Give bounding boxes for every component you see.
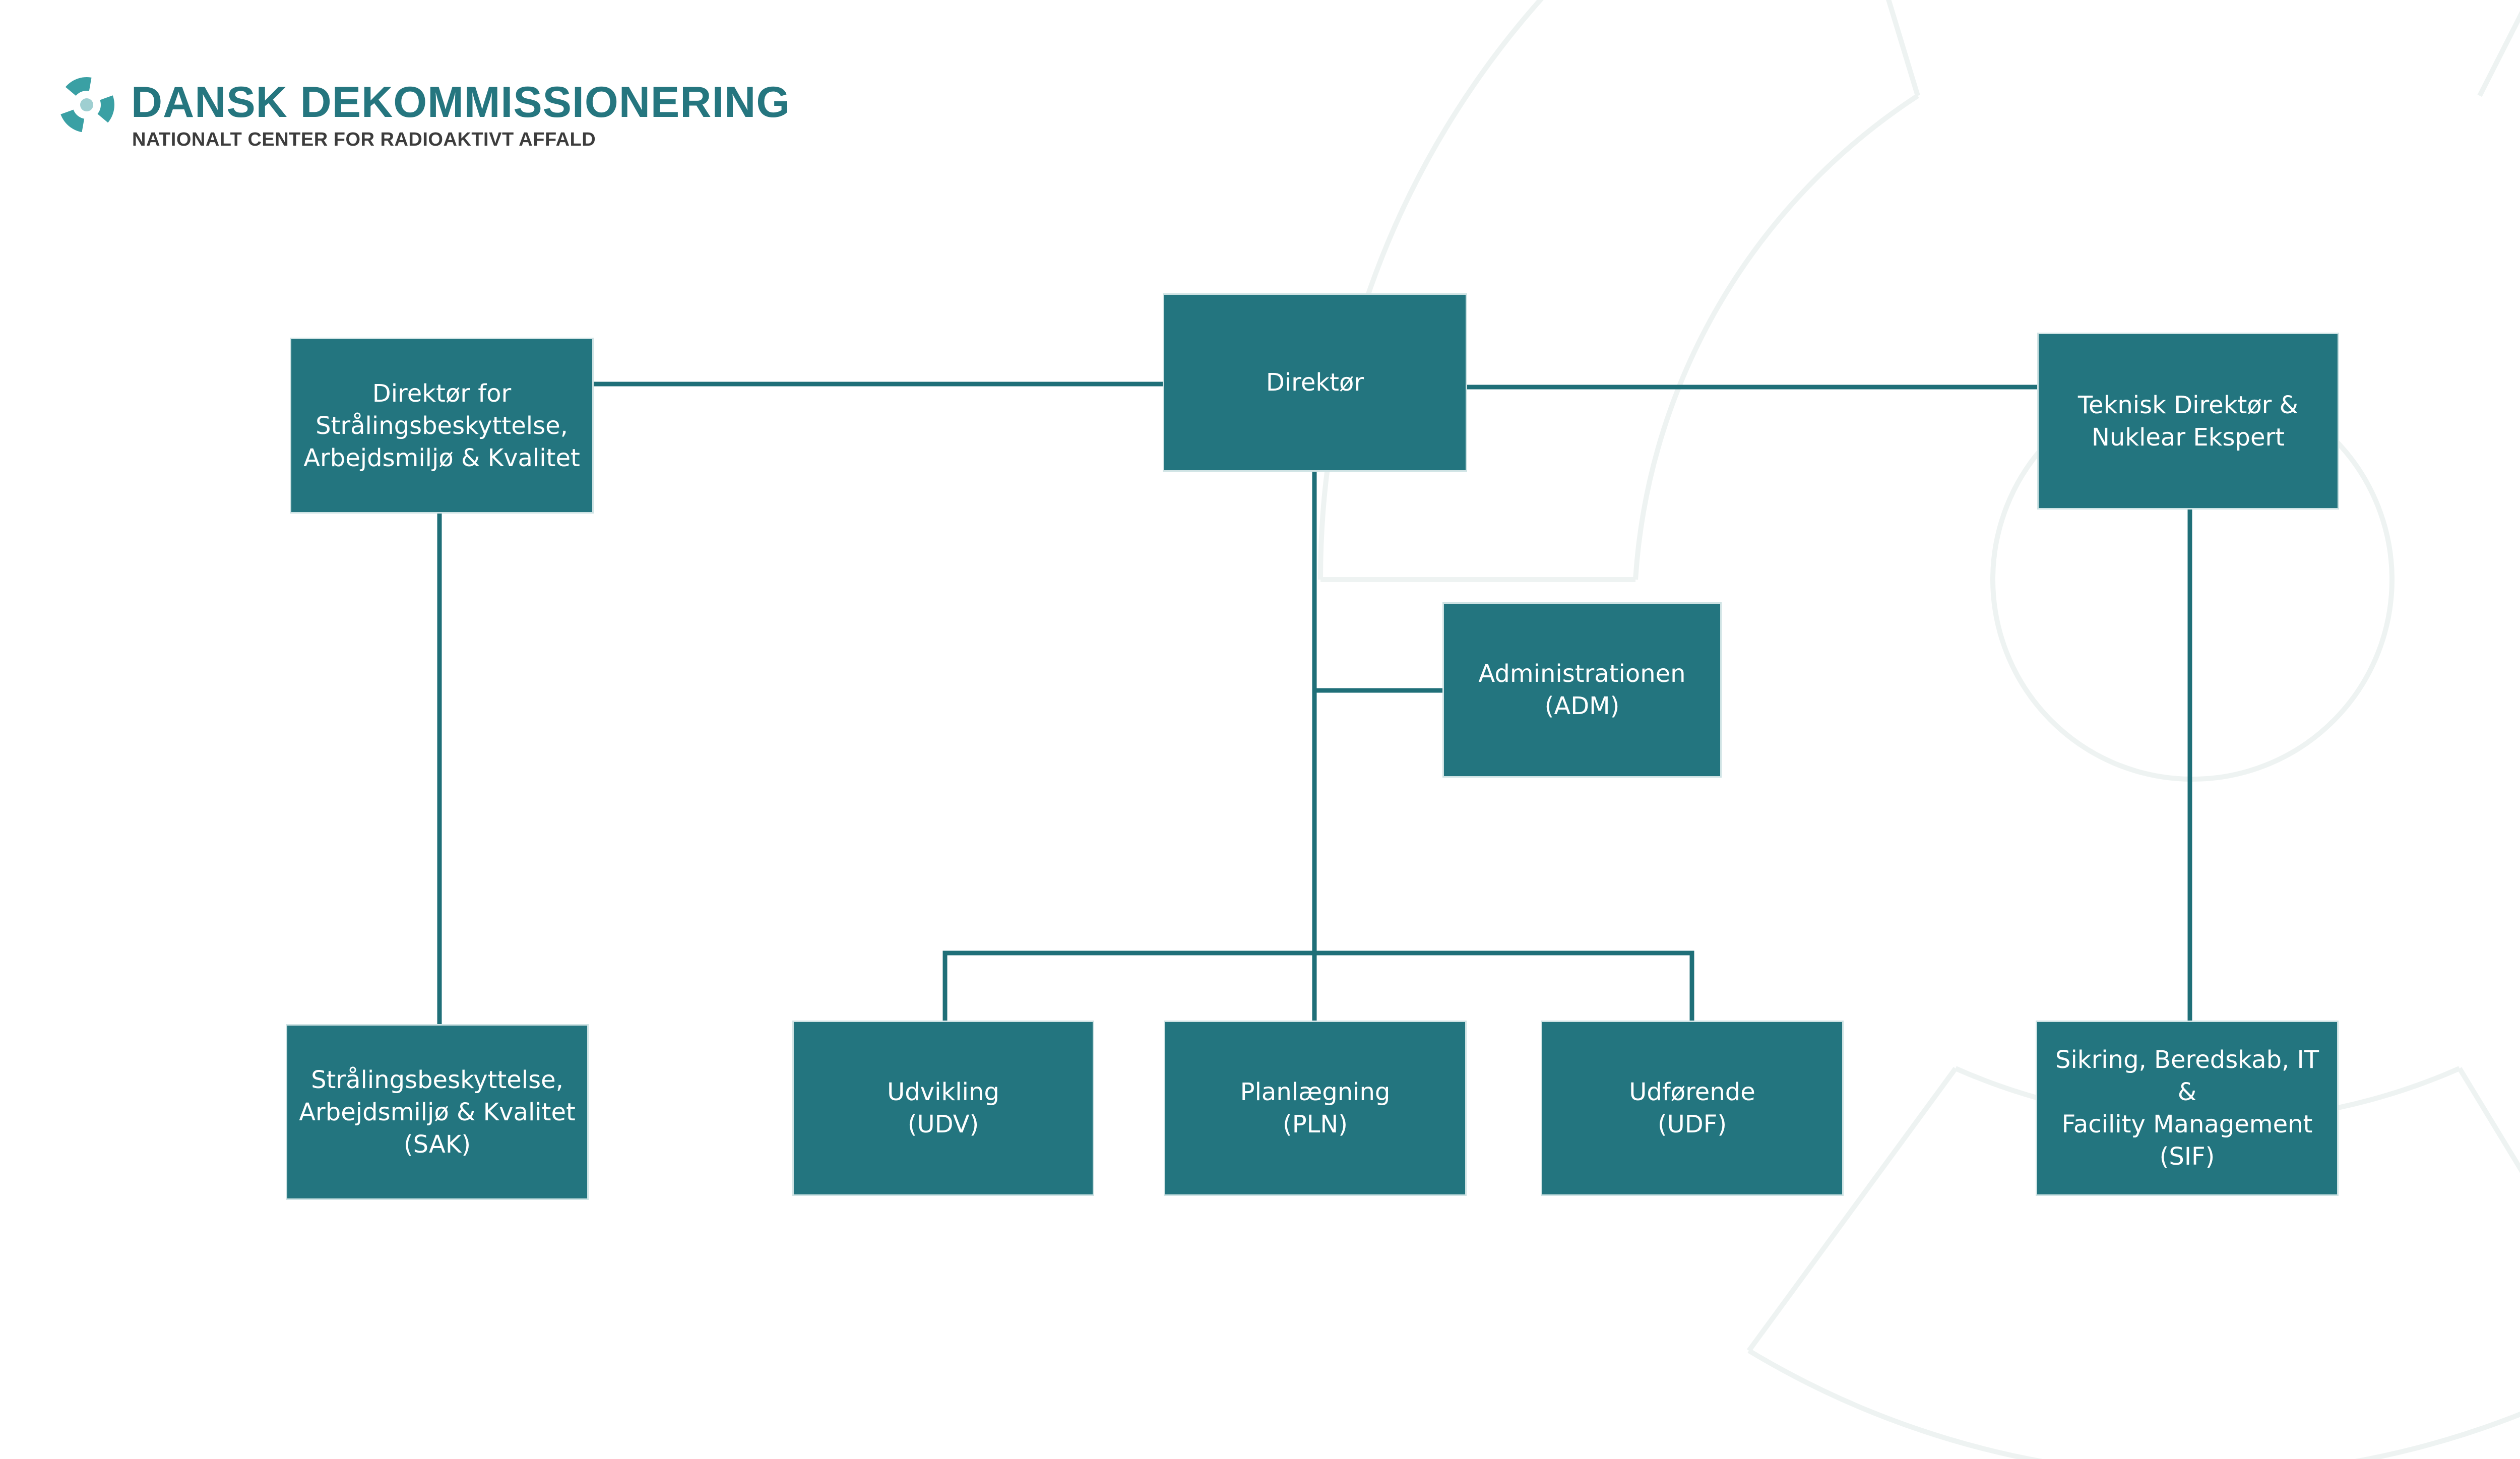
box-udf: Udførende (UDF) (1542, 1022, 1842, 1194)
box-sak-label: Strålingsbeskyttelse, Arbejdsmiljø & Kva… (299, 1065, 576, 1159)
box-udv: Udvikling (UDV) (794, 1022, 1093, 1194)
box-sif-label: Sikring, Beredskab, IT & Facility Manage… (2055, 1046, 2319, 1171)
box-radiation-director: Direktør for Strålingsbeskyttelse, Arbej… (291, 339, 592, 512)
box-pln-label: Planlægning (PLN) (1240, 1078, 1391, 1138)
box-radiation-director-label: Direktør for Strålingsbeskyttelse, Arbej… (303, 379, 580, 472)
trefoil-icon (60, 77, 114, 133)
brand-subtitle: NATIONALT CENTER FOR RADIOAKTIVT AFFALD (132, 129, 596, 150)
box-director: Direktør (1164, 295, 1466, 470)
box-administration: Administrationen (ADM) (1444, 604, 1720, 776)
box-pln: Planlægning (PLN) (1165, 1022, 1465, 1194)
box-director-label: Direktør (1266, 368, 1364, 397)
box-sak: Strålingsbeskyttelse, Arbejdsmiljø & Kva… (287, 1026, 587, 1198)
box-technical-director-label: Teknisk Direktør & Nuklear Ekspert (2077, 391, 2299, 452)
brand-name: DANSK DEKOMMISSIONERING (131, 78, 791, 126)
box-sif: Sikring, Beredskab, IT & Facility Manage… (2037, 1022, 2337, 1194)
brand-logo: DANSK DEKOMMISSIONERING NATIONALT CENTER… (56, 71, 790, 161)
box-udf-label: Udførende (UDF) (1629, 1078, 1755, 1138)
box-technical-director: Teknisk Direktør & Nuklear Ekspert (2039, 334, 2338, 508)
box-administration-label: Administrationen (ADM) (1478, 660, 1686, 720)
box-udv-label: Udvikling (UDV) (887, 1078, 999, 1138)
